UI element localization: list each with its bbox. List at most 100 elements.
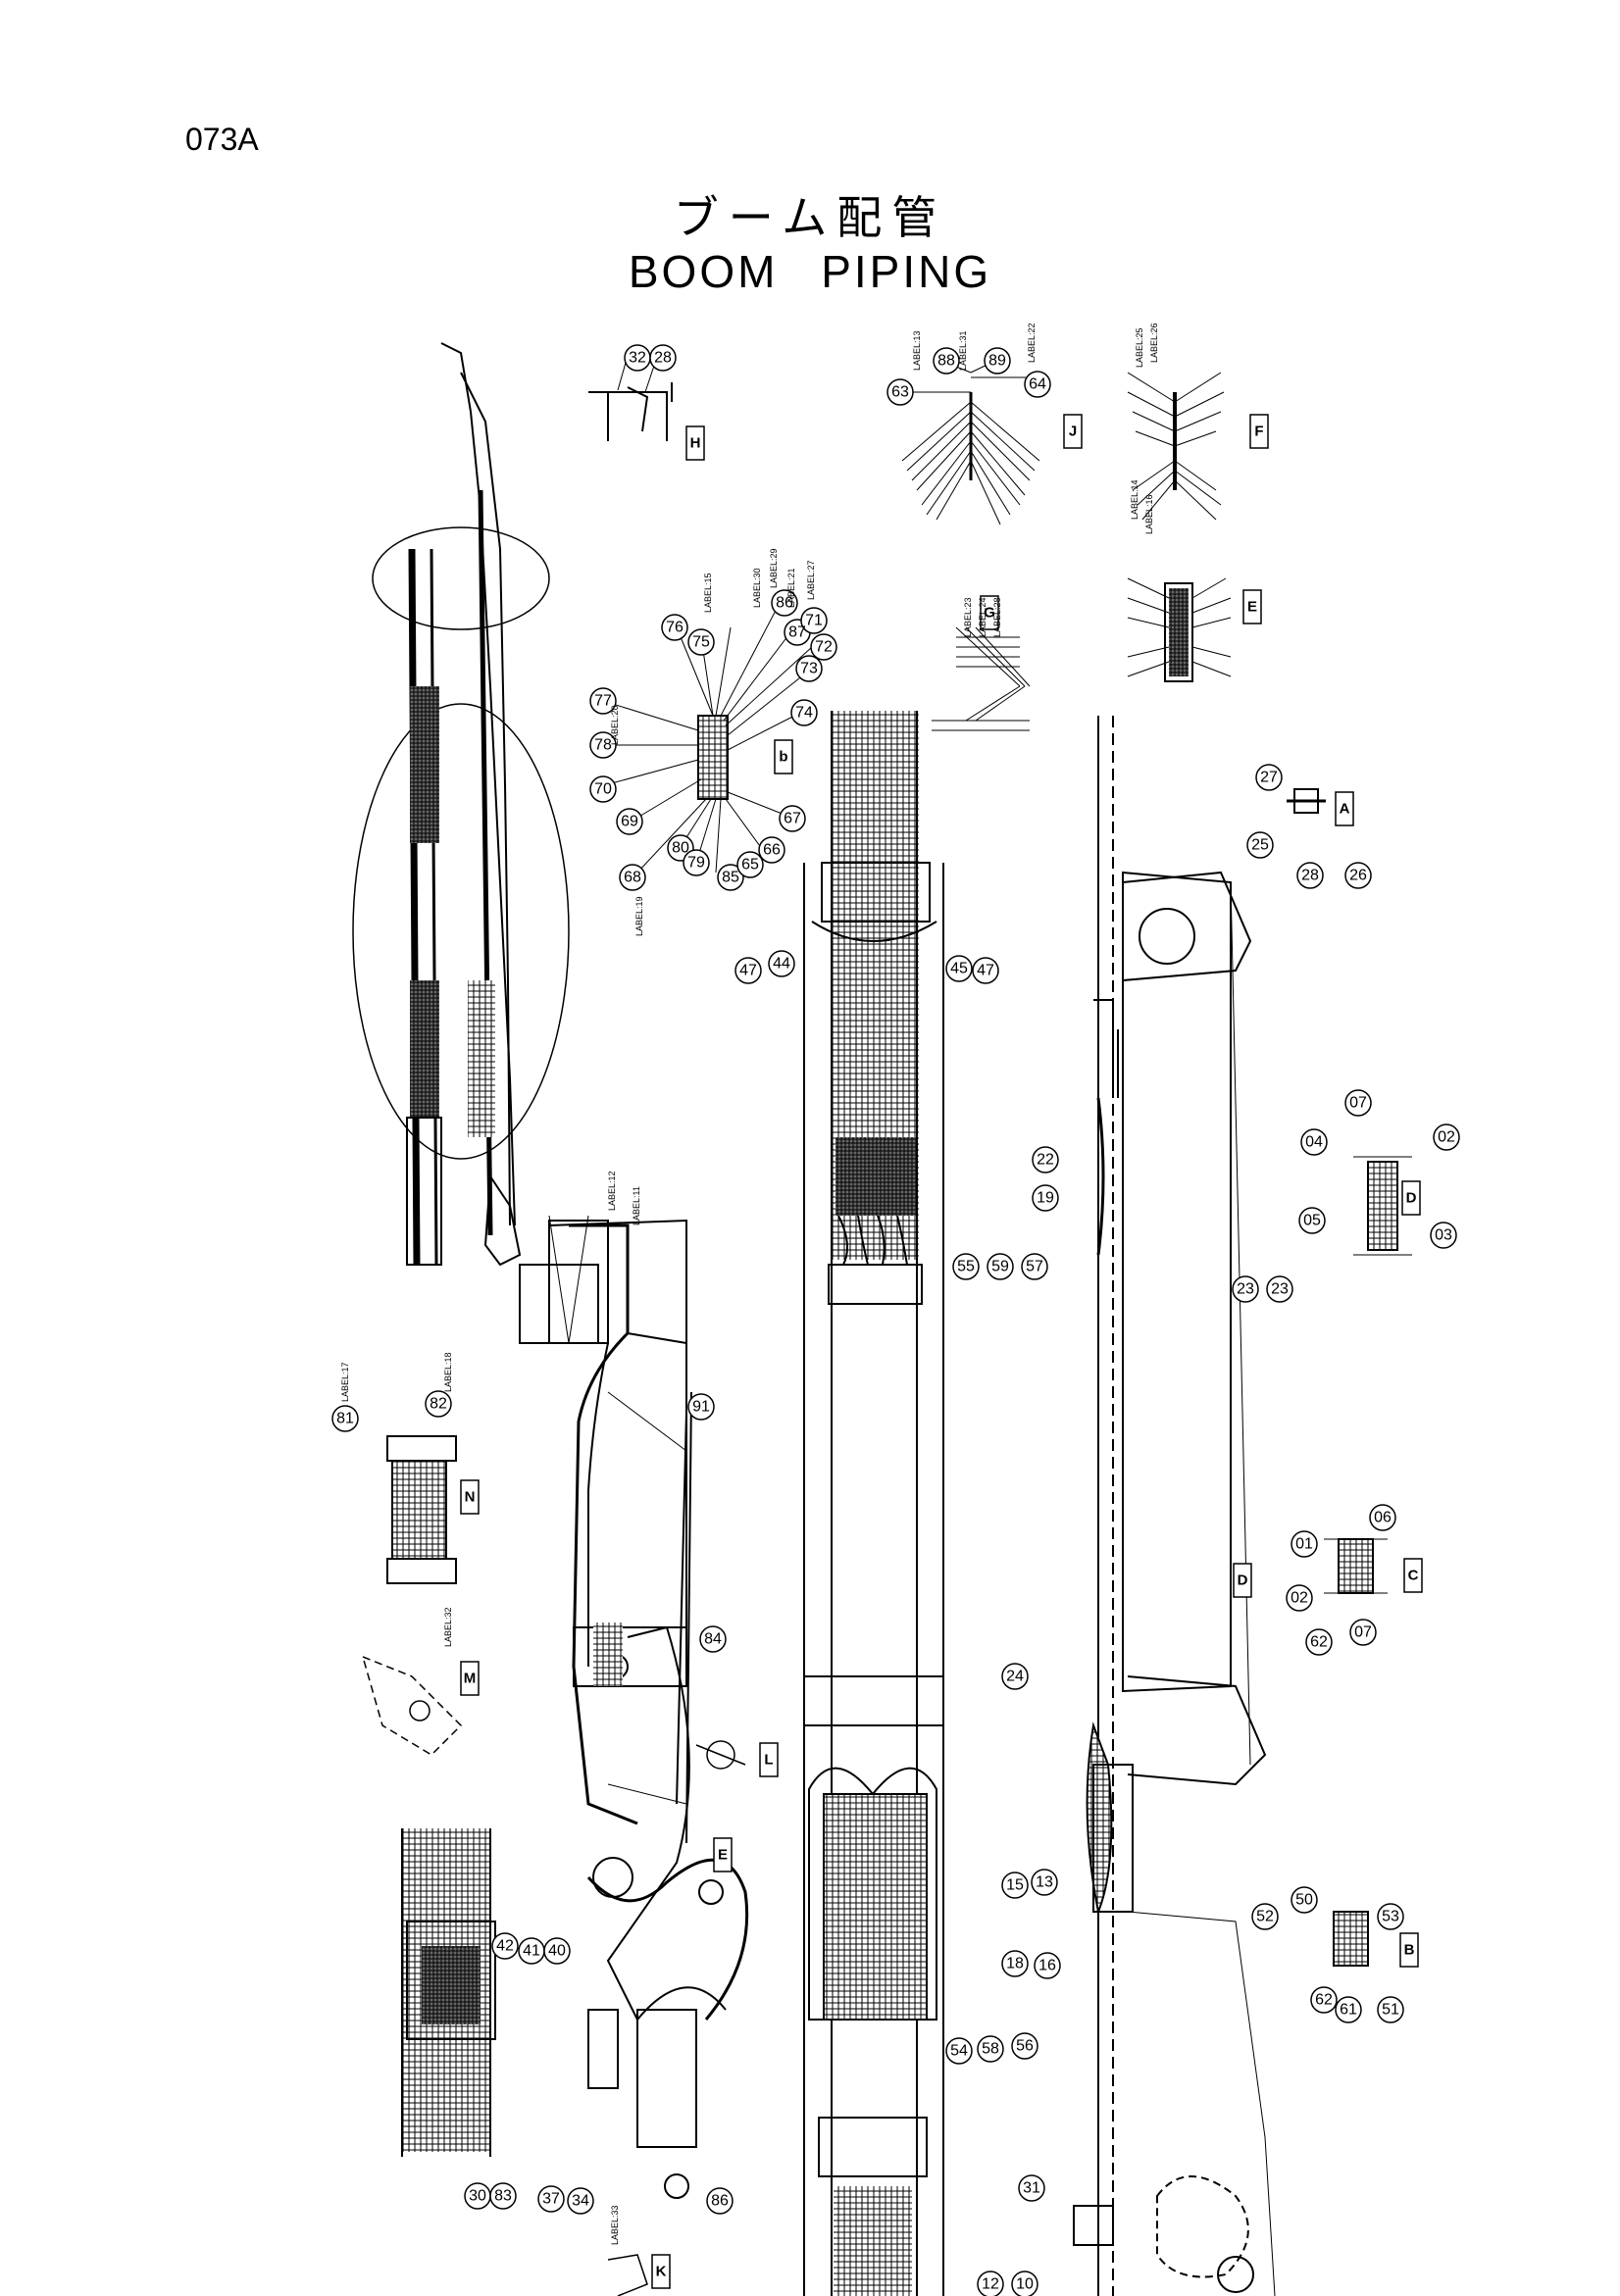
wire-label-22: LABEL:22 bbox=[1027, 323, 1037, 363]
callout-88-text: 88 bbox=[937, 353, 955, 370]
callout-85-text: 85 bbox=[722, 870, 739, 886]
callout-27-text: 27 bbox=[1260, 770, 1278, 786]
page-code: 073A bbox=[185, 122, 259, 157]
section-label-b: B bbox=[1404, 1942, 1415, 1959]
callout-82-text: 82 bbox=[430, 1396, 447, 1413]
detail-section-j bbox=[897, 360, 1040, 525]
callout-34 bbox=[567, 2187, 594, 2215]
wire-label-32: LABEL:32 bbox=[443, 1607, 453, 1647]
wire-label-14: LABEL:14 bbox=[1130, 479, 1139, 520]
callout-04 bbox=[1300, 1128, 1328, 1156]
callout-91-text: 91 bbox=[692, 1399, 710, 1416]
callout-74 bbox=[790, 699, 818, 726]
callout-54-text: 54 bbox=[950, 2043, 968, 2060]
callout-82 bbox=[425, 1390, 452, 1418]
callout-53 bbox=[1377, 1903, 1404, 1930]
wire-label-20: LABEL:20 bbox=[610, 705, 620, 745]
callout-26 bbox=[1344, 862, 1372, 889]
callout-12-text: 12 bbox=[982, 2276, 999, 2293]
bottom-left-stack bbox=[401, 1828, 496, 2157]
callout-42 bbox=[491, 1932, 519, 1960]
detail-section-c bbox=[1324, 1538, 1388, 1594]
detail-section-k bbox=[607, 2254, 648, 2296]
callout-63 bbox=[886, 378, 914, 406]
callout-26-text: 26 bbox=[1349, 868, 1367, 884]
wire-label-31: LABEL:31 bbox=[958, 330, 968, 371]
wire-label-18: LABEL:18 bbox=[443, 1352, 453, 1392]
section-label-d: D bbox=[1406, 1190, 1417, 1207]
callout-52-text: 52 bbox=[1256, 1909, 1274, 1925]
callout-72 bbox=[810, 633, 837, 661]
callout-47a-text: 47 bbox=[739, 963, 757, 979]
callout-54 bbox=[945, 2037, 973, 2065]
callout-83 bbox=[489, 2182, 517, 2210]
callout-77 bbox=[589, 687, 617, 715]
callout-44 bbox=[768, 950, 795, 977]
callout-86-text: 86 bbox=[776, 595, 793, 612]
section-box-l bbox=[759, 1742, 779, 1777]
callout-50 bbox=[1291, 1886, 1318, 1914]
callout-47b-text: 47 bbox=[977, 963, 994, 979]
callout-51 bbox=[1377, 1996, 1404, 2023]
wire-label-12: LABEL:12 bbox=[607, 1171, 617, 1211]
callout-13-text: 13 bbox=[1036, 1874, 1053, 1891]
callout-89 bbox=[984, 347, 1011, 374]
callout-01 bbox=[1291, 1530, 1318, 1558]
boom-overview bbox=[352, 342, 570, 1267]
callout-84 bbox=[699, 1625, 727, 1653]
callout-47a bbox=[734, 957, 762, 984]
callout-19-text: 19 bbox=[1037, 1190, 1054, 1207]
section-box-a bbox=[1335, 791, 1354, 826]
callout-45 bbox=[945, 955, 973, 982]
section-label-m: M bbox=[464, 1671, 477, 1687]
wire-label-33: LABEL:33 bbox=[610, 2205, 620, 2245]
callout-69-text: 69 bbox=[621, 814, 638, 830]
wire-label-26: LABEL:26 bbox=[1149, 323, 1159, 363]
callout-18 bbox=[1001, 1950, 1029, 1977]
callout-13 bbox=[1031, 1869, 1058, 1896]
callout-81 bbox=[331, 1405, 359, 1432]
section-box-j bbox=[1063, 414, 1083, 449]
section-box-e bbox=[1242, 589, 1262, 624]
callout-02b-text: 02 bbox=[1291, 1590, 1308, 1607]
section-label-c: C bbox=[1408, 1568, 1419, 1584]
callout-25 bbox=[1246, 831, 1274, 859]
callout-80-text: 80 bbox=[672, 840, 689, 857]
callout-55 bbox=[952, 1253, 980, 1280]
callout-40-text: 40 bbox=[548, 1943, 566, 1960]
callout-32-text: 32 bbox=[629, 350, 646, 367]
callout-23b bbox=[1266, 1275, 1293, 1303]
callout-86b bbox=[706, 2187, 734, 2215]
callout-55-text: 55 bbox=[957, 1259, 975, 1275]
callout-23b-text: 23 bbox=[1271, 1281, 1289, 1298]
detail-section-a bbox=[1287, 788, 1326, 814]
callout-78-text: 78 bbox=[594, 737, 612, 754]
callout-28-text: 28 bbox=[654, 350, 672, 367]
callout-07b bbox=[1349, 1619, 1377, 1646]
callout-61 bbox=[1335, 1996, 1362, 2023]
callout-10 bbox=[1011, 2271, 1038, 2296]
callout-03 bbox=[1430, 1222, 1457, 1249]
wire-label-13: LABEL:13 bbox=[912, 330, 922, 371]
callout-75 bbox=[687, 628, 715, 656]
wire-label-30: LABEL:30 bbox=[752, 568, 762, 608]
callout-68 bbox=[619, 864, 646, 891]
detail-section-d bbox=[1353, 1156, 1412, 1256]
wire-label-27: LABEL:27 bbox=[806, 560, 816, 600]
hydraulic-hose-routing bbox=[519, 1215, 749, 2199]
callout-07-text: 07 bbox=[1349, 1095, 1367, 1112]
section-label-e2: E bbox=[718, 1847, 728, 1864]
section-label-b-lower: b bbox=[779, 749, 787, 766]
wire-label-29: LABEL:29 bbox=[769, 548, 779, 588]
callout-28 bbox=[649, 344, 677, 372]
callout-59 bbox=[987, 1253, 1014, 1280]
section-label-l: L bbox=[764, 1752, 773, 1769]
callout-86 bbox=[771, 589, 798, 617]
wire-label-23: LABEL:23 bbox=[963, 597, 973, 637]
callout-50-text: 50 bbox=[1295, 1892, 1313, 1909]
detail-section-m bbox=[361, 1655, 463, 1756]
callout-24-text: 24 bbox=[1006, 1669, 1024, 1685]
section-label-f: F bbox=[1254, 424, 1263, 440]
callout-71-text: 71 bbox=[805, 613, 823, 629]
callout-72-text: 72 bbox=[815, 639, 833, 656]
